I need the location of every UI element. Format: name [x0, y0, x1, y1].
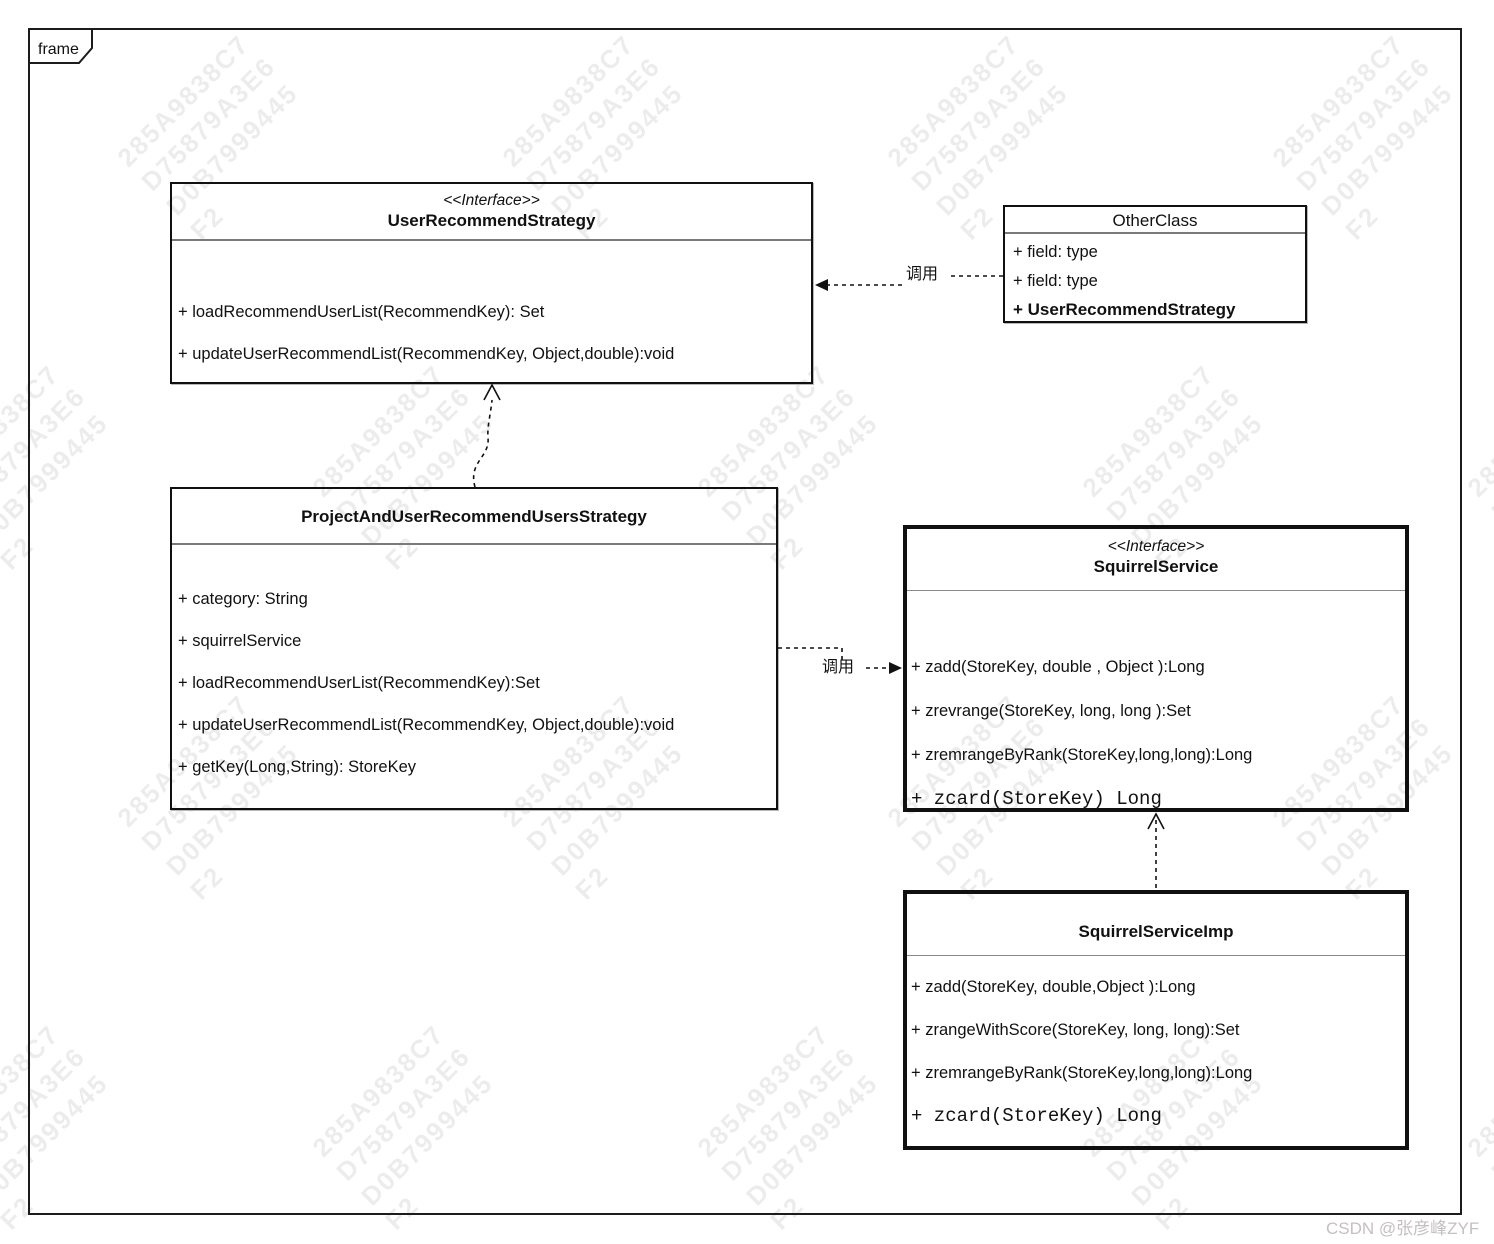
class-members: + category: String + squirrelService + l…: [172, 589, 776, 778]
class-name: SquirrelServiceImp: [1078, 922, 1234, 941]
class-header: SquirrelServiceImp: [907, 894, 1405, 956]
class-member: + squirrelService: [178, 632, 302, 650]
class-header: OtherClass: [1005, 207, 1305, 234]
class-member: + updateUserRecommendList(RecommendKey, …: [178, 345, 675, 363]
class-member: + zremrangeByRank(StoreKey,long,long):Lo…: [911, 746, 1253, 764]
class-box-project-and-user-recommend-users-strategy: ProjectAndUserRecommendUsersStrategy + c…: [170, 487, 778, 810]
frame-tab-shape: [28, 28, 93, 64]
class-member: + updateUserRecommendList(RecommendKey, …: [178, 716, 675, 734]
class-header: <<Interface>> SquirrelService: [907, 529, 1405, 591]
class-header: ProjectAndUserRecommendUsersStrategy: [172, 489, 776, 545]
class-member: + loadRecommendUserList(RecommendKey):Se…: [178, 674, 540, 692]
class-member: + field: type: [1013, 243, 1098, 261]
class-box-other-class: OtherClass + field: type + field: type +…: [1003, 205, 1307, 323]
class-name: OtherClass: [1112, 211, 1198, 230]
class-member: + zrangeWithScore(StoreKey, long, long):…: [911, 1021, 1240, 1039]
class-header: <<Interface>> UserRecommendStrategy: [172, 184, 811, 241]
class-member: + zcard(StoreKey) Long: [911, 788, 1162, 810]
class-member: + getKey(Long,String): StoreKey: [178, 758, 417, 776]
class-member: + zrevrange(StoreKey, long, long ):Set: [911, 702, 1191, 720]
class-name: SquirrelService: [1093, 557, 1219, 576]
class-box-squirrel-service-imp: SquirrelServiceImp + zadd(StoreKey, doub…: [903, 890, 1409, 1150]
stereotype-label: <<Interface>>: [1107, 538, 1205, 555]
call-label: 调用: [906, 266, 939, 283]
class-name: UserRecommendStrategy: [387, 211, 596, 230]
class-member: + zadd(StoreKey, double,Object ):Long: [911, 978, 1196, 996]
class-box-user-recommend-strategy: <<Interface>> UserRecommendStrategy + lo…: [170, 182, 813, 384]
class-members: + zadd(StoreKey, double , Object ):Long …: [907, 656, 1405, 810]
class-member: + zcard(StoreKey) Long: [911, 1105, 1162, 1127]
class-name: ProjectAndUserRecommendUsersStrategy: [301, 507, 647, 526]
class-member: + zremrangeByRank(StoreKey,long,long):Lo…: [911, 1064, 1253, 1082]
frame-label-tab: frame: [28, 28, 93, 64]
class-members: + zadd(StoreKey, double,Object ):Long + …: [907, 976, 1405, 1127]
csdn-credit-watermark: CSDN @张彦峰ZYF: [1326, 1219, 1480, 1238]
class-member: + field: type: [1013, 272, 1098, 290]
class-member: + loadRecommendUserList(RecommendKey): S…: [178, 303, 545, 321]
stereotype-label: <<Interface>>: [443, 192, 540, 209]
class-member: + zadd(StoreKey, double , Object ):Long: [911, 658, 1205, 676]
class-member: + UserRecommendStrategy: [1013, 300, 1236, 319]
class-box-squirrel-service: <<Interface>> SquirrelService + zadd(Sto…: [903, 525, 1409, 812]
diagram-frame-border: [28, 28, 1462, 1215]
class-members: + field: type + field: type + UserRecomm…: [1005, 234, 1305, 323]
class-members: + loadRecommendUserList(RecommendKey): S…: [172, 302, 811, 365]
frame-label: frame: [38, 41, 79, 58]
call-label: 调用: [822, 659, 855, 676]
class-member: + category: String: [178, 590, 308, 608]
